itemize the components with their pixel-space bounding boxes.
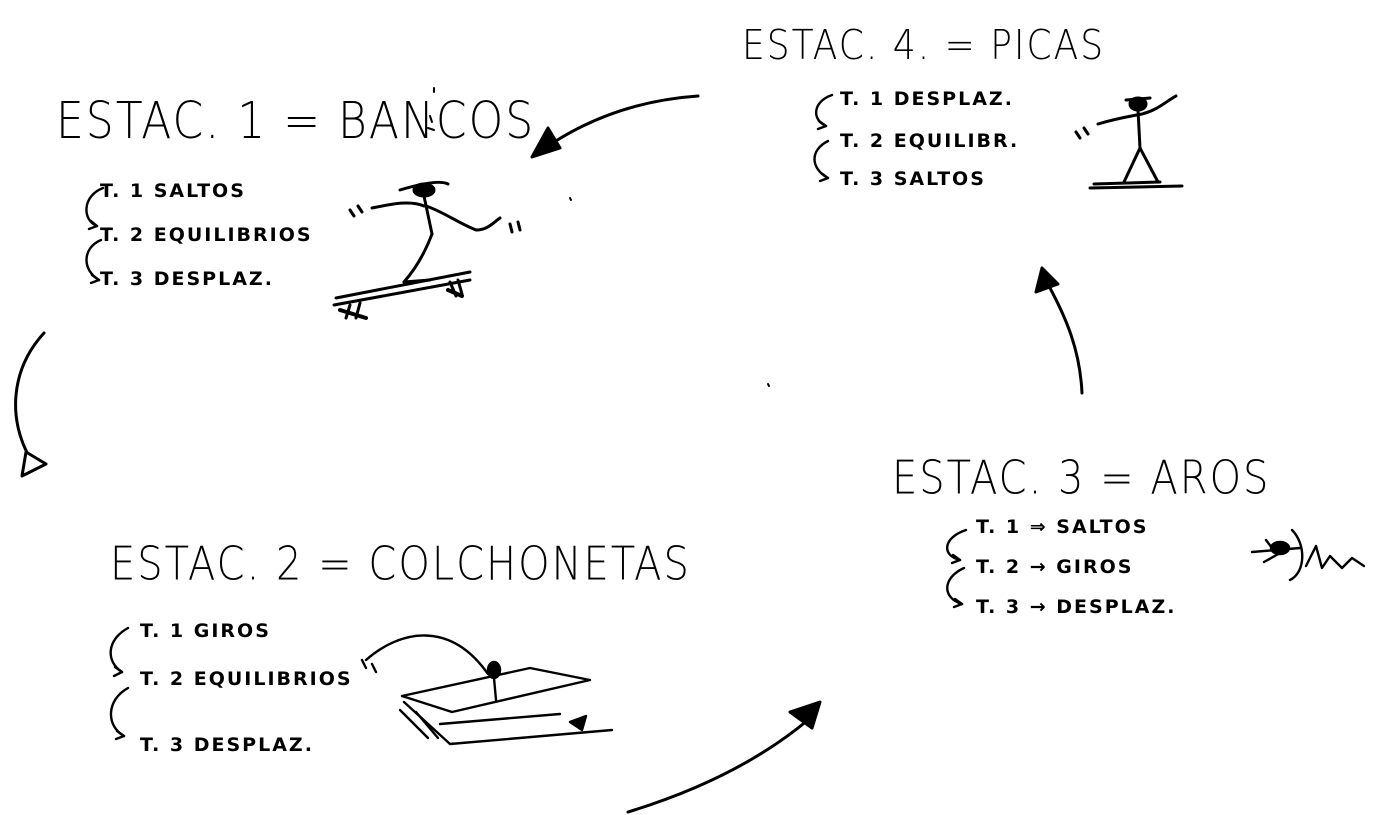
arrow-station4-to-station1 (530, 94, 700, 159)
task-loop-brackets-1 (85, 186, 105, 285)
stray-mark-dots (427, 87, 770, 387)
arrow-station2-to-station3 (626, 700, 822, 814)
station-3-task-2: T. 2 → GIROS (976, 556, 1134, 578)
bench-illustration (332, 180, 522, 320)
station-2-task-3: T. 3 DESPLAZ. (140, 734, 314, 756)
station-4-task-1: T. 1 DESPLAZ. (840, 88, 1014, 110)
arrow-station1-to-station2 (14, 331, 48, 478)
station-3-task-3: T. 3 → DESPLAZ. (976, 596, 1177, 618)
task-loop-brackets-2 (109, 626, 130, 741)
mat-illustration (360, 634, 614, 746)
station-2-task-2: T. 2 EQUILIBRIOS (140, 668, 353, 690)
station-1-title: ESTAC. 1 = BANCOS (56, 92, 536, 151)
hoop-illustration (1250, 528, 1366, 582)
station-4-title: ESTAC. 4. = PICAS (742, 22, 1106, 70)
task-loop-brackets-3 (946, 528, 968, 609)
pole-illustration (1074, 94, 1184, 190)
station-3-title: ESTAC. 3 = AROS (892, 452, 1271, 505)
station-4-task-3: T. 3 SALTOS (840, 168, 986, 190)
station-1-task-2: T. 2 EQUILIBRIOS (100, 224, 313, 246)
station-2-task-1: T. 1 GIROS (140, 620, 271, 642)
station-4-task-2: T. 2 EQUILIBR. (840, 130, 1020, 152)
station-2-title: ESTAC. 2 = COLCHONETAS (110, 538, 691, 591)
arrow-station3-to-station4 (1034, 266, 1084, 395)
station-1-task-3: T. 3 DESPLAZ. (100, 268, 274, 290)
station-1-task-1: T. 1 SALTOS (100, 180, 246, 202)
station-3-task-1: T. 1 ⇒ SALTOS (976, 516, 1149, 538)
task-loop-brackets-4 (813, 93, 834, 183)
